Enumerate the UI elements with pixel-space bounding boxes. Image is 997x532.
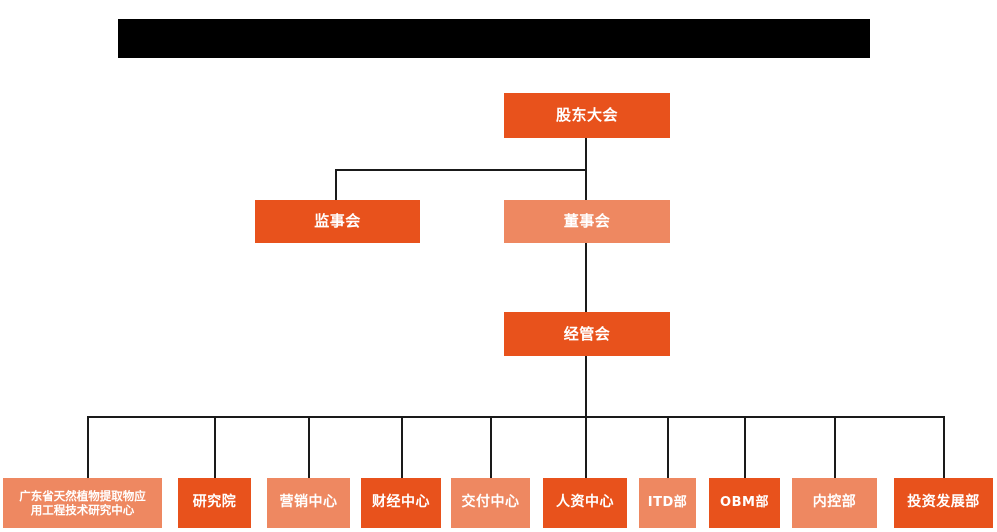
node-dept-obm[interactable]: OBM部 bbox=[709, 478, 780, 528]
node-dept-guangdong-research-center-label-line2: 用工程技术研究中心 bbox=[30, 503, 135, 517]
node-dept-finance-center[interactable]: 财经中心 bbox=[361, 478, 441, 528]
node-dept-investment-development[interactable]: 投资发展部 bbox=[894, 478, 993, 528]
node-dept-internal-control-label: 内控部 bbox=[812, 494, 857, 511]
connector-level1-bus bbox=[335, 169, 587, 171]
node-dept-investment-development-label: 投资发展部 bbox=[907, 494, 980, 511]
connector-drop-supervisors bbox=[335, 169, 337, 201]
node-dept-marketing-center[interactable]: 营销中心 bbox=[267, 478, 350, 528]
connector-directors-to-management bbox=[585, 243, 587, 313]
node-shareholders-meeting[interactable]: 股东大会 bbox=[504, 93, 670, 138]
node-dept-research-institute[interactable]: 研究院 bbox=[178, 478, 251, 528]
node-board-of-supervisors-label: 监事会 bbox=[314, 212, 361, 231]
node-dept-delivery-center-label: 交付中心 bbox=[461, 494, 520, 511]
connector-drop-dept-7 bbox=[667, 416, 669, 478]
connector-drop-dept-5 bbox=[490, 416, 492, 478]
node-dept-hr-center-label: 人资中心 bbox=[556, 494, 614, 511]
node-shareholders-meeting-label: 股东大会 bbox=[555, 106, 618, 125]
node-dept-delivery-center[interactable]: 交付中心 bbox=[451, 478, 530, 528]
connector-drop-dept-2 bbox=[214, 416, 216, 478]
node-dept-research-institute-label: 研究院 bbox=[192, 494, 237, 511]
node-dept-marketing-center-label: 营销中心 bbox=[279, 494, 338, 511]
node-board-of-directors[interactable]: 董事会 bbox=[504, 200, 670, 243]
connector-drop-dept-3 bbox=[308, 416, 310, 478]
redacted-title-text bbox=[118, 19, 870, 58]
node-dept-finance-center-label: 财经中心 bbox=[372, 494, 430, 511]
connector-drop-dept-10 bbox=[943, 416, 945, 478]
node-dept-guangdong-research-center[interactable]: 广东省天然植物提取物应 用工程技术研究中心 bbox=[3, 478, 162, 528]
node-dept-itd-label: ITD部 bbox=[647, 494, 688, 510]
connector-drop-dept-1 bbox=[87, 416, 89, 478]
connector-drop-dept-4 bbox=[401, 416, 403, 478]
node-dept-hr-center[interactable]: 人资中心 bbox=[543, 478, 627, 528]
node-board-of-directors-label: 董事会 bbox=[563, 212, 611, 231]
connector-department-bus bbox=[87, 416, 945, 418]
connector-drop-directors bbox=[585, 169, 587, 201]
redacted-title-banner bbox=[118, 19, 870, 58]
node-dept-obm-label: OBM部 bbox=[720, 494, 769, 510]
connector-management-stem bbox=[585, 356, 587, 418]
connector-drop-dept-8 bbox=[744, 416, 746, 478]
node-dept-internal-control[interactable]: 内控部 bbox=[792, 478, 877, 528]
node-dept-guangdong-research-center-label-line1: 广东省天然植物提取物应 bbox=[19, 488, 146, 503]
node-dept-itd[interactable]: ITD部 bbox=[639, 478, 696, 528]
connector-shareholders-stem bbox=[585, 138, 587, 170]
connector-drop-dept-9 bbox=[834, 416, 836, 478]
node-management-committee[interactable]: 经管会 bbox=[504, 312, 670, 356]
connector-drop-dept-6 bbox=[585, 416, 587, 478]
node-board-of-supervisors[interactable]: 监事会 bbox=[255, 200, 420, 243]
node-management-committee-label: 经管会 bbox=[563, 324, 611, 343]
